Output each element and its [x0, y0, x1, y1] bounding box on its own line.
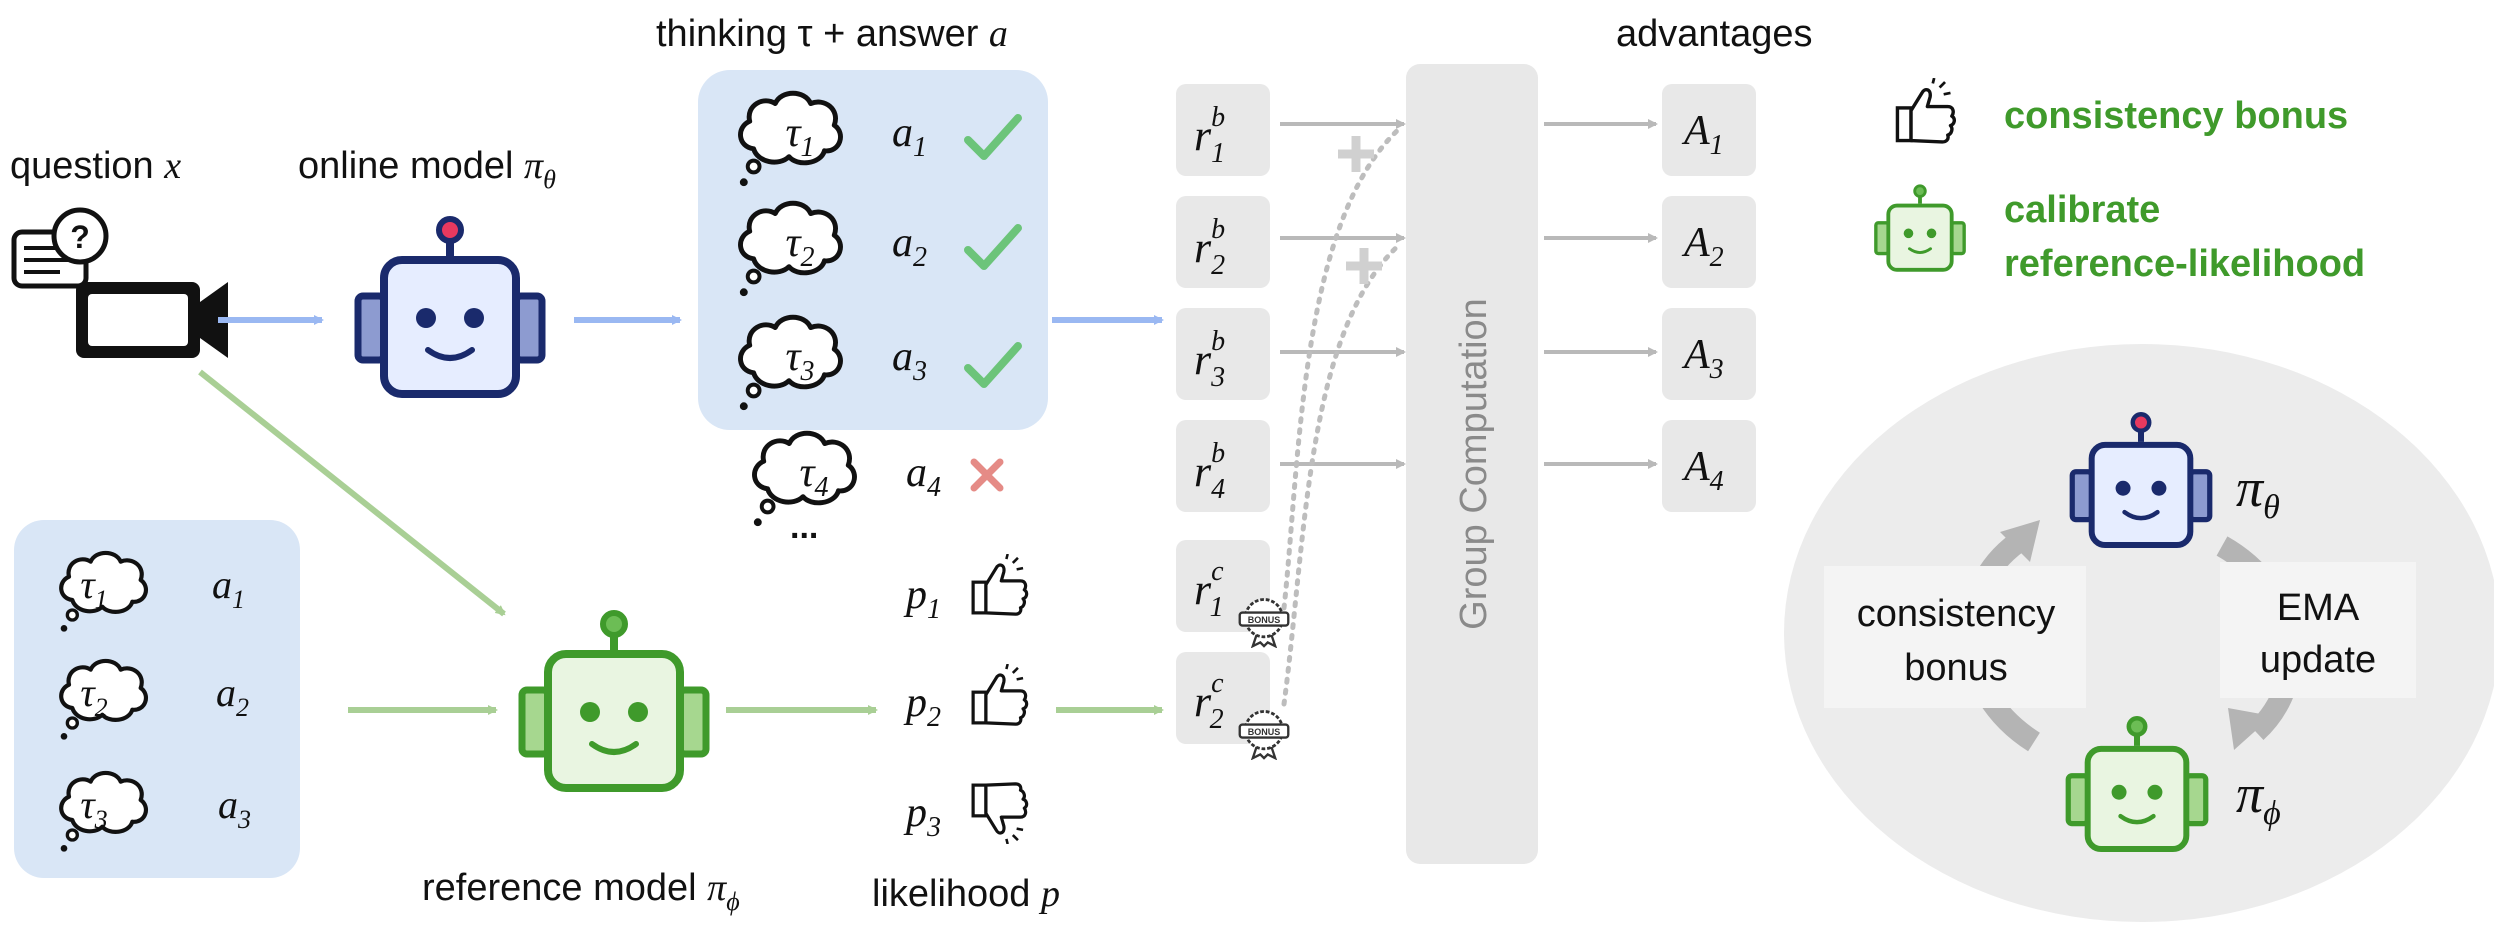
legend-consistency-bonus: consistency bonus: [1895, 78, 2348, 144]
legend-calibrate: calibrate reference-likelihood: [1873, 184, 2365, 285]
plus-icon: [1338, 136, 1374, 172]
likelihood-p2: p2: [903, 664, 1029, 733]
reference-model-label: reference model πϕ: [422, 867, 740, 916]
reference-sample-1: τ1 a1: [61, 553, 245, 632]
check-icon: [964, 342, 1022, 388]
question-video-icon: ?: [11, 207, 228, 358]
svg-text:rc2: rc2: [1194, 668, 1224, 735]
online-model-robot-icon: [358, 219, 542, 394]
svg-text:a2: a2: [892, 220, 927, 273]
more-samples-ellipsis: ...: [790, 508, 818, 546]
ema-cycle-background: [1784, 344, 2494, 922]
reference-model-robot-icon: [522, 613, 706, 788]
online-model-label: online model πθ: [298, 145, 556, 194]
check-icon: [964, 114, 1022, 160]
reference-sample-3: τ3 a3: [61, 773, 251, 852]
green-robot-icon: [1873, 184, 1967, 272]
likelihood-p1: p1: [903, 554, 1029, 625]
advantages-label: advantages: [1616, 13, 1813, 55]
svg-text:rb3: rb3: [1194, 326, 1225, 393]
svg-text:rb1: rb1: [1194, 102, 1225, 169]
cycle-ema-label: EMA: [2277, 587, 2360, 629]
svg-text:a4: a4: [906, 450, 941, 503]
svg-text:reference-likelihood: reference-likelihood: [2004, 243, 2365, 285]
svg-text:A2: A2: [1681, 220, 1724, 273]
svg-text:?: ?: [70, 219, 90, 255]
svg-text:τ3: τ3: [785, 334, 814, 387]
reference-samples-panel: [14, 520, 300, 878]
likelihood-p3: p3: [903, 782, 1029, 844]
ema-update-box: [2220, 562, 2416, 698]
group-computation-box: [1406, 64, 1538, 864]
online-sample-4: τ4 a4 ...: [754, 433, 1004, 546]
cross-icon: [970, 458, 1004, 492]
svg-text:τ4: τ4: [799, 450, 828, 503]
thinking-answer-label: thinking τ + answer a: [656, 13, 1008, 55]
svg-text:τ1: τ1: [785, 110, 814, 163]
consistency-bonus-box: [1824, 566, 2086, 708]
bonus-path-r1c: [1281, 125, 1403, 611]
online-sample-2: τ2 a2: [740, 203, 1022, 296]
svg-text:τ2: τ2: [80, 670, 107, 722]
thumbs-down-icon: [971, 782, 1029, 844]
advantage-A4: A4: [1662, 420, 1756, 512]
advantage-A1: A1: [1662, 84, 1756, 176]
thumbs-up-icon: [971, 664, 1029, 726]
svg-text:A1: A1: [1681, 108, 1724, 161]
bonus-path-r2c: [1281, 241, 1403, 707]
cycle-update-label: update: [2260, 639, 2376, 681]
svg-text:consistency bonus: consistency bonus: [2004, 95, 2348, 137]
svg-text:a1: a1: [892, 110, 927, 163]
svg-text:rb4: rb4: [1194, 438, 1225, 505]
group-computation-label: Group Computation: [1453, 298, 1495, 630]
svg-text:BONUS: BONUS: [1248, 615, 1281, 625]
cycle-consistency-label: consistency: [1857, 593, 2056, 635]
thumbs-up-icon: [971, 554, 1029, 616]
reference-sample-2: τ2 a2: [61, 661, 249, 740]
cycle-arrowhead-right: [2228, 708, 2272, 750]
svg-text:rc1: rc1: [1194, 556, 1224, 623]
svg-text:rb2: rb2: [1194, 214, 1225, 281]
svg-text:p3: p3: [903, 790, 941, 843]
advantage-A2: A2: [1662, 196, 1756, 288]
svg-text:a1: a1: [212, 562, 245, 614]
svg-text:BONUS: BONUS: [1248, 727, 1281, 737]
online-sample-3: τ3 a3: [740, 317, 1022, 410]
svg-text:a2: a2: [216, 670, 249, 722]
check-icon: [964, 224, 1022, 270]
svg-text:τ3: τ3: [80, 782, 107, 834]
svg-text:p2: p2: [903, 680, 941, 733]
cycle-arrowhead-left: [2000, 520, 2040, 562]
svg-text:p1: p1: [903, 572, 941, 625]
arrow-question-to-reference: [198, 369, 506, 617]
cycle-pi-theta: πθ: [2236, 458, 2280, 526]
likelihood-label: likelihood p: [872, 873, 1060, 915]
online-sample-1: τ1 a1: [740, 93, 1022, 186]
svg-text:a3: a3: [218, 782, 251, 834]
cycle-bonus-label: bonus: [1904, 647, 2008, 689]
cycle-pi-phi: πϕ: [2236, 764, 2281, 832]
thumbs-up-icon: [1895, 78, 1957, 144]
question-label: question x: [10, 145, 181, 187]
svg-text:τ2: τ2: [785, 220, 814, 273]
svg-text:calibrate: calibrate: [2004, 189, 2160, 231]
svg-text:A3: A3: [1681, 332, 1724, 385]
svg-text:a3: a3: [892, 334, 927, 387]
svg-text:τ1: τ1: [80, 562, 107, 614]
svg-text:A4: A4: [1681, 444, 1724, 497]
plus-icon: [1346, 248, 1382, 284]
advantage-A3: A3: [1662, 308, 1756, 400]
